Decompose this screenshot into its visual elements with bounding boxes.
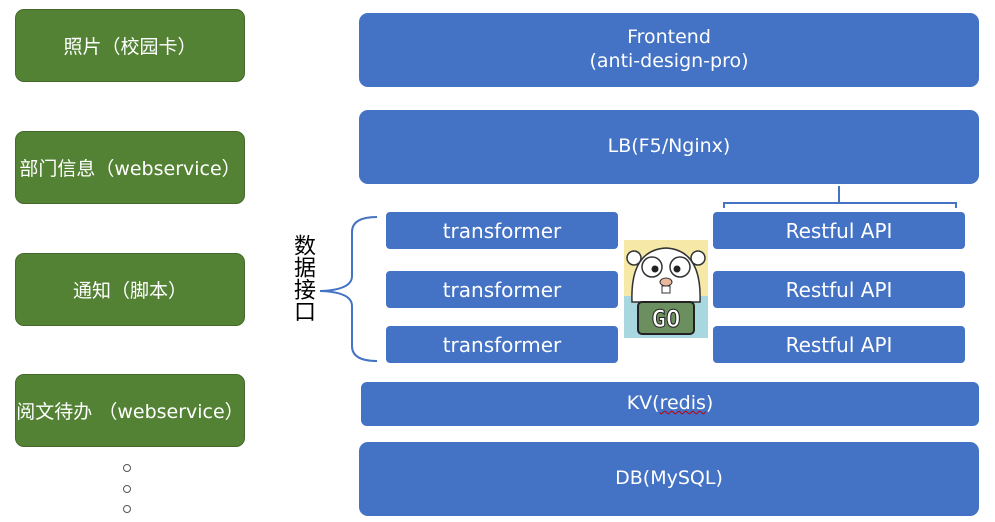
frontend-title: Frontend [627, 26, 711, 49]
load-balancer-label: LB(F5/Nginx) [607, 135, 731, 158]
database-label: DB(MySQL) [615, 467, 723, 490]
left-brace [319, 216, 378, 362]
kv-store-label: KV(redis) [626, 392, 714, 415]
source-box-department-info: 部门信息（webservice） [15, 131, 245, 204]
api-bracket [723, 186, 957, 208]
kv-store-box: KV(redis) [361, 382, 979, 426]
go-logo-text: GO [652, 305, 681, 333]
ellipsis-dot-1 [123, 464, 131, 472]
source-box-photo: 照片（校园卡） [15, 9, 245, 82]
ellipsis-dot-3 [123, 505, 131, 513]
restful-api-box: Restful API [713, 212, 965, 249]
go-gopher-logo: GO [624, 240, 708, 338]
source-box-notification: 通知（脚本） [15, 253, 245, 326]
restful-api-box: Restful API [713, 326, 965, 363]
restful-api-box: Restful API [713, 271, 965, 308]
load-balancer-box: LB(F5/Nginx) [359, 110, 979, 184]
frontend-box: Frontend (anti-design-pro) [359, 13, 979, 87]
kv-redis-text: redis [659, 392, 706, 415]
frontend-subtitle: (anti-design-pro) [589, 50, 749, 72]
transformer-box: transformer [386, 326, 618, 363]
data-interface-label: 数据接口 [290, 234, 315, 322]
source-box-todo: 阅文待办 （webservice） [15, 374, 245, 447]
ellipsis-dot-2 [123, 485, 131, 493]
transformer-box: transformer [386, 212, 618, 249]
database-box: DB(MySQL) [359, 442, 979, 516]
transformer-box: transformer [386, 271, 618, 308]
